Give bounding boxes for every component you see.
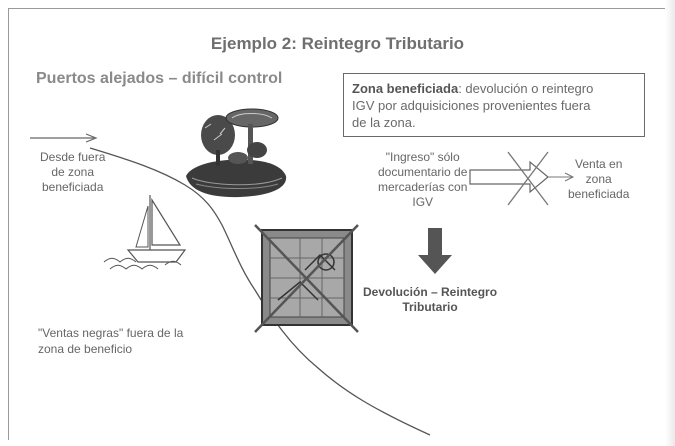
desde-fuera-label: Desde fuera de zona beneficiada: [40, 150, 105, 195]
venta-line: Venta en: [575, 157, 623, 171]
ports-heading: Puertos alejados – difícil control: [36, 70, 283, 87]
zona-bold-label: Zona beneficiada: [352, 81, 459, 96]
island-trees-icon: [186, 108, 287, 198]
desde-line: de zona: [51, 165, 95, 179]
devolucion-line: Tributario: [402, 300, 458, 314]
venta-label: Venta en zona beneficiada: [568, 157, 629, 202]
venta-line: zona: [585, 172, 612, 186]
sailboat-icon: [103, 195, 187, 270]
crossed-arrow-icon: [469, 151, 575, 206]
ventas-negras-line: zona de beneficio: [38, 342, 133, 356]
devolucion-line: Devolución – Reintegro: [363, 285, 498, 299]
zona-line2: IGV por adquisiciones provenientes fuera: [352, 98, 591, 113]
diagram-title: Ejemplo 2: Reintegro Tributario: [210, 34, 465, 53]
zona-beneficiada-box: Zona beneficiada: devolución o reintegro…: [343, 73, 645, 137]
ingreso-line: "Ingreso" sólo: [385, 150, 460, 164]
down-arrow-icon: [418, 228, 452, 274]
crossed-warehouse-icon: [254, 224, 359, 333]
ventas-negras-label: "Ventas negras" fuera de la zona de bene…: [38, 325, 183, 357]
ingreso-line: mercaderías con: [378, 180, 468, 194]
zona-line3: de la zona.: [352, 115, 416, 130]
desde-line: Desde fuera: [40, 150, 106, 164]
venta-line: beneficiada: [568, 187, 630, 201]
zona-line1-rest: : devolución o reintegro: [458, 81, 594, 96]
ingreso-label: "Ingreso" sólo documentario de mercaderí…: [378, 150, 467, 210]
desde-line: beneficiada: [41, 180, 104, 194]
scan-edge: [665, 0, 675, 446]
slide-frame: [8, 8, 668, 440]
ventas-negras-line: "Ventas negras" fuera de la: [38, 326, 184, 340]
ingreso-line: IGV: [412, 195, 434, 209]
coastline: [89, 147, 431, 436]
incoming-arrow-icon: [30, 133, 98, 143]
devolucion-label: Devolución – Reintegro Tributario: [363, 285, 497, 315]
ingreso-line: documentario de: [378, 165, 468, 179]
